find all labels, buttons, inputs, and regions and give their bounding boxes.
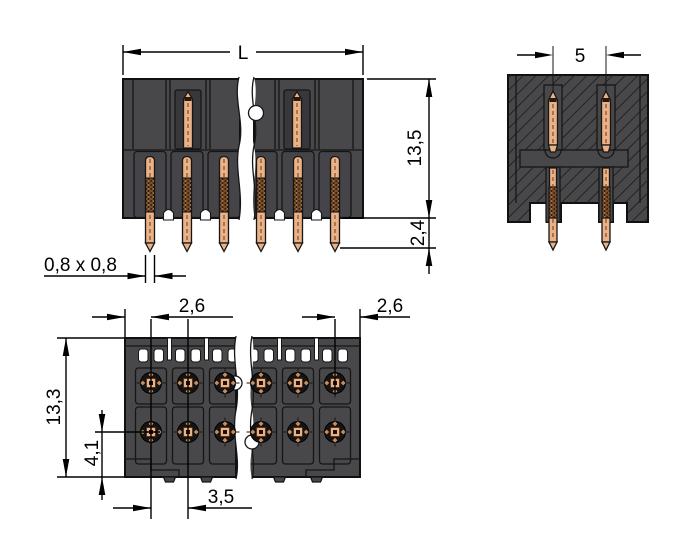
pin <box>144 155 156 253</box>
dim-overall-length: L <box>122 43 364 75</box>
pin <box>218 155 230 253</box>
front-view: L 13,5 2,4 0,8 x 0,8 <box>44 43 436 283</box>
bottom-tabs <box>162 476 324 483</box>
pin <box>292 155 304 253</box>
side-housing <box>507 74 649 223</box>
dim-end-margin-left: 2,6 <box>92 296 233 519</box>
dim-pin-cross-section-label: 0,8 x 0,8 <box>44 255 117 276</box>
dim-housing-height: 13,5 <box>343 78 436 219</box>
dim-overall-length-label: L <box>238 43 249 64</box>
dim-end-margin-right-label: 2,6 <box>377 296 403 317</box>
dim-row-offset-label: 4,1 <box>82 440 103 466</box>
front-break <box>236 76 265 221</box>
front-housing <box>122 76 364 221</box>
dim-pin-protrusion: 2,4 <box>340 218 436 274</box>
pin <box>182 90 194 149</box>
dim-pin-protrusion-label: 2,4 <box>408 219 429 246</box>
dim-pin-pitch: 3,5 <box>113 319 252 519</box>
side-view: 5 <box>507 45 649 251</box>
bottom-housing <box>124 335 361 483</box>
pin <box>181 155 193 253</box>
pin <box>291 90 303 149</box>
latch-profile <box>138 337 348 363</box>
dim-end-margin-left-label: 2,6 <box>179 296 205 317</box>
front-bottom-notches <box>162 208 323 221</box>
dim-overall-depth-label: 13,3 <box>44 389 65 426</box>
dim-row-pitch-label: 5 <box>575 46 586 67</box>
bottom-view: 2,6 2,6 13,3 4,1 <box>44 296 410 519</box>
dim-row-pitch: 5 <box>517 46 641 67</box>
dim-row-offset: 4,1 <box>82 410 160 500</box>
dim-overall-depth: 13,3 <box>44 337 124 478</box>
dim-end-margin-right: 2,6 <box>302 296 410 395</box>
pin <box>329 155 341 253</box>
inner-shelf <box>519 149 629 168</box>
dim-housing-height-label: 13,5 <box>405 130 426 167</box>
dim-pin-cross-section: 0,8 x 0,8 <box>44 255 186 283</box>
dim-pin-pitch-label: 3,5 <box>208 487 234 508</box>
pin <box>255 155 267 253</box>
